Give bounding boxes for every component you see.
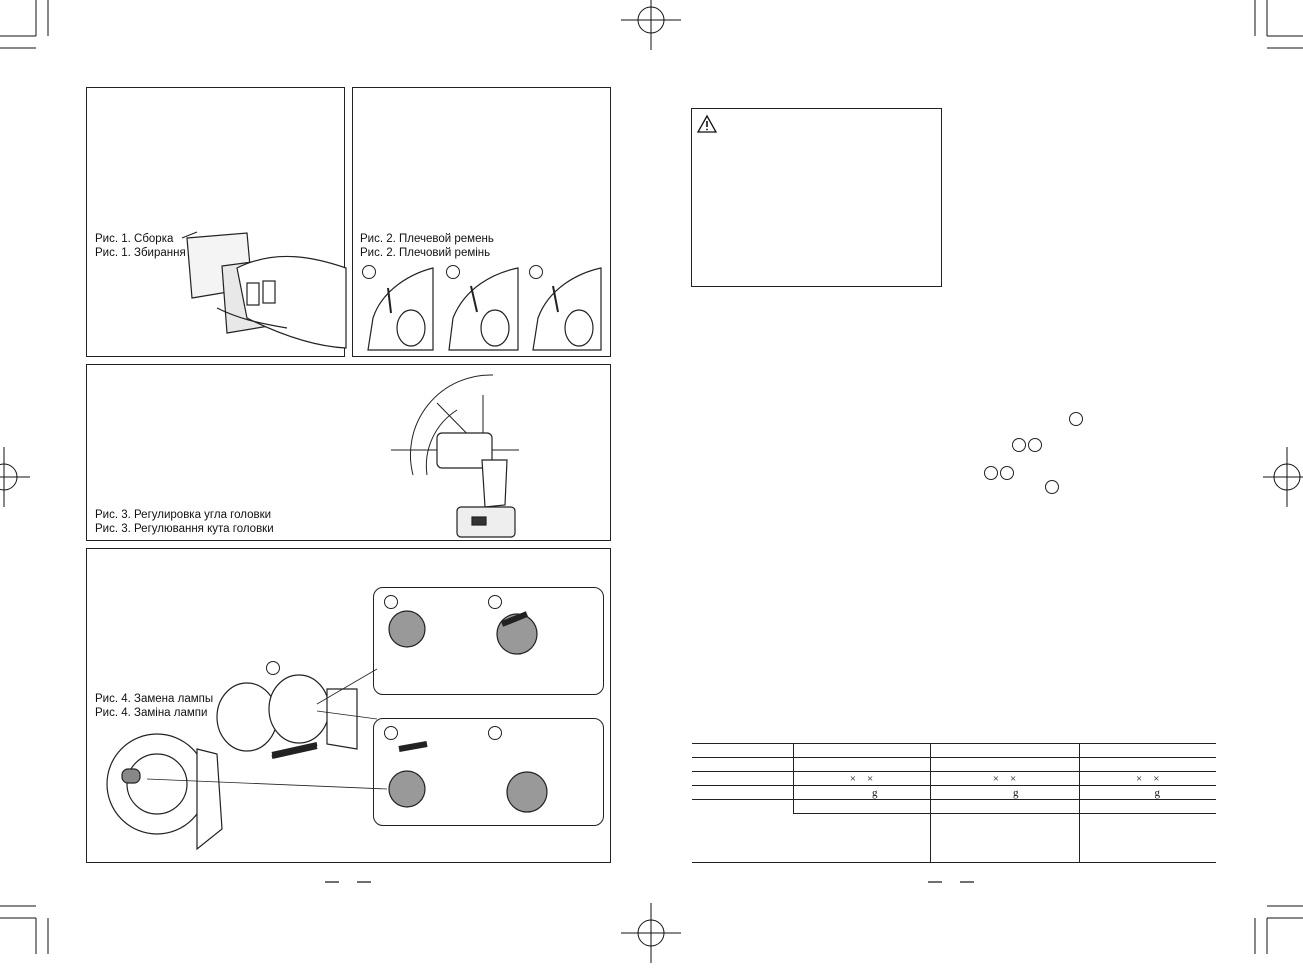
table-row: [692, 813, 1216, 863]
ref-marker: [984, 466, 998, 480]
lamp-replacement-illustration: [106, 610, 548, 851]
step-marker-a: [384, 595, 398, 609]
inset-install-lamp: [373, 718, 604, 826]
caption-ru: Рис. 1. Сборка: [95, 233, 174, 245]
step-marker-b: [488, 595, 502, 609]
figure-4-caption: Рис. 4. Замена лампы Рис. 4. Заміна ламп…: [95, 692, 213, 720]
page-number-left: [325, 881, 371, 883]
caption-uk: Рис. 1. Збирання: [95, 247, 186, 259]
weight-unit: g: [792, 785, 930, 800]
head-angle-illustration: [391, 374, 519, 538]
table-row: g g g: [692, 785, 1216, 800]
figure-2-caption: Рис. 2. Плечевой ремень Рис. 2. Плечовий…: [360, 232, 494, 260]
figure-4-panel: Рис. 4. Замена лампы Рис. 4. Заміна ламп…: [86, 548, 611, 863]
ref-marker: [1012, 438, 1026, 452]
registration-mark-icon: [621, 0, 681, 50]
shoulder-strap-illustration: [367, 267, 602, 351]
figure-3-caption: Рис. 3. Регулировка угла головки Рис. 3.…: [95, 508, 274, 536]
figure-2-panel: Рис. 2. Плечевой ремень Рис. 2. Плечовий…: [352, 87, 611, 357]
table-row: [692, 743, 1216, 758]
figure-1-caption: Рис. 1. Сборка Рис. 1. Збирання: [95, 232, 186, 260]
caption-ru: Рис. 3. Регулировка угла головки: [95, 509, 272, 521]
step-marker-main: [266, 661, 280, 675]
page-number-right: [928, 881, 974, 883]
battery-assembly-illustration: [181, 231, 347, 349]
table-row: × ×× ×× ×: [692, 771, 1216, 786]
caption-ru: Рис. 2. Плечевой ремень: [360, 233, 494, 245]
registration-mark-icon: [621, 903, 681, 963]
caption-uk: Рис. 2. Плечовий ремінь: [360, 247, 491, 259]
table-row: [692, 757, 1216, 772]
figure-3-panel: Рис. 3. Регулировка угла головки Рис. 3.…: [86, 364, 611, 541]
ref-marker: [1000, 466, 1014, 480]
specifications-table: × ×× ×× × g g g: [692, 743, 1216, 863]
caption-ru: Рис. 4. Замена лампы: [95, 693, 214, 705]
step-marker-c: [384, 726, 398, 740]
figure-1-panel: Рис. 1. Сборка Рис. 1. Збирання: [86, 87, 347, 357]
caption-uk: Рис. 3. Регулювання кута головки: [95, 523, 274, 535]
step-marker-d: [488, 726, 502, 740]
weight-unit: g: [1078, 785, 1216, 800]
warning-box: [691, 108, 942, 287]
step-marker-1: [362, 265, 376, 279]
caption-uk: Рис. 4. Заміна лампи: [95, 707, 208, 719]
registration-mark-icon: [1263, 447, 1303, 507]
inset-remove-lamp: [373, 587, 604, 695]
registration-mark-icon: [0, 447, 30, 507]
weight-unit: g: [929, 785, 1079, 800]
step-marker-3: [529, 265, 543, 279]
ref-marker: [1069, 412, 1083, 426]
warning-triangle-icon: [696, 114, 718, 133]
table-row: [692, 799, 1216, 863]
step-marker-2: [446, 265, 460, 279]
ref-marker: [1045, 480, 1059, 494]
ref-marker: [1028, 438, 1042, 452]
